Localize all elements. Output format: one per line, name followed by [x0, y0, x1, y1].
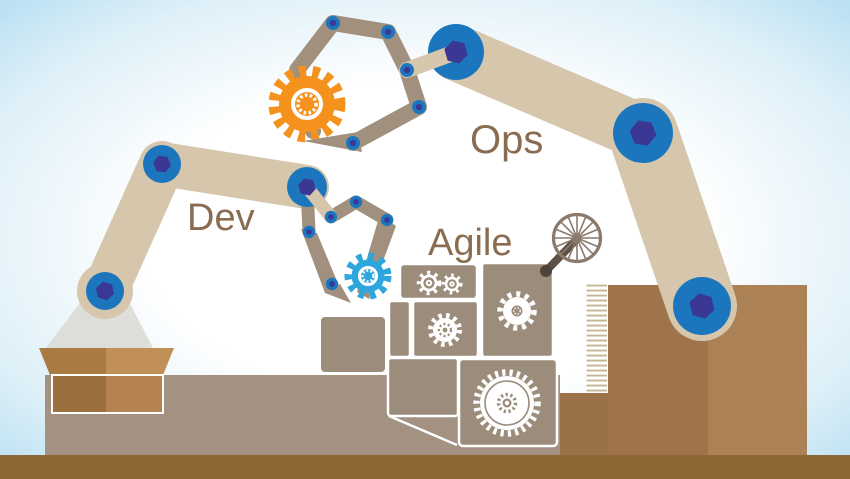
fin-stack-icon — [586, 283, 607, 392]
rivet — [302, 225, 316, 239]
machine-big-gear-icon — [473, 369, 541, 437]
rivet — [380, 24, 396, 40]
box-body-left — [52, 375, 106, 413]
machine-cog-outline-icon — [441, 273, 463, 295]
machine-gear-icon — [428, 313, 462, 347]
machine-gear-icon — [497, 291, 537, 331]
rivet — [349, 195, 363, 209]
box-body-right — [106, 375, 163, 413]
rivet — [411, 99, 427, 115]
flywheel-icon — [551, 212, 603, 264]
conveyor-block — [321, 317, 385, 372]
machine-panel-bottomleft — [386, 356, 460, 418]
agile-label: Agile — [428, 222, 513, 264]
ops-arm-lower-segment — [608, 98, 737, 341]
dev-arm-upper-segment — [140, 142, 329, 209]
dev-robot-arm — [77, 141, 396, 319]
claw-finger-left — [301, 229, 339, 293]
machine-chute-edge — [388, 414, 458, 447]
orange-gear-icon — [268, 65, 346, 143]
ops-label: Ops — [470, 118, 543, 162]
rivet — [399, 62, 415, 78]
floor — [0, 455, 850, 479]
blue-gear-icon — [344, 252, 392, 300]
cardboard-box — [39, 348, 174, 414]
claw-tip — [325, 284, 351, 303]
block-step — [558, 393, 608, 455]
ops-robot-arm — [268, 15, 737, 341]
box-outline — [51, 374, 164, 414]
brown-blocks — [558, 283, 807, 455]
crank-boss — [540, 265, 552, 277]
rivet — [324, 210, 338, 224]
flywheel-assembly — [540, 212, 603, 277]
rivet — [380, 213, 394, 227]
machine-panel-small — [387, 299, 412, 359]
rivet — [325, 15, 341, 31]
machine-cog-outline-icon — [416, 270, 442, 296]
dev-label: Dev — [187, 197, 255, 239]
rivet — [325, 277, 339, 291]
rivet — [345, 135, 361, 151]
box-flap-right — [106, 348, 174, 375]
agile-machine — [321, 261, 559, 448]
box-flap-left — [39, 348, 106, 375]
